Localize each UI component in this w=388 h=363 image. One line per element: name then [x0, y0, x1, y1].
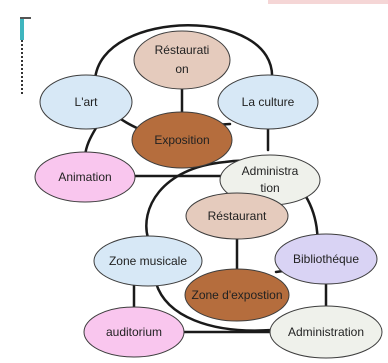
node-animation-shape [34, 151, 136, 203]
node-restauration: Réstaurati on [133, 30, 231, 90]
node-zone-exposition-shape [184, 268, 290, 322]
node-bibliotheque-shape [274, 233, 378, 285]
node-bibliotheque-label: Bibliothéque [293, 252, 359, 266]
node-auditorium-shape [83, 306, 185, 358]
node-administration-bottom-shape [269, 305, 383, 359]
node-exposition: Exposition [131, 111, 233, 169]
node-administration-top-label-line1: Administra [242, 164, 299, 178]
node-art-shape [39, 74, 133, 130]
node-animation: Animation [34, 151, 136, 203]
node-restauration-label-line1: Réstaurati [155, 43, 210, 57]
node-zone-musicale-label: Zone musicale [109, 254, 187, 268]
node-auditorium-label: auditorium [106, 325, 162, 339]
node-zone-musicale: Zone musicale [93, 235, 203, 287]
node-restaurant-label: Réstaurant [208, 209, 267, 223]
node-administration-bottom: Administration [269, 305, 383, 359]
node-restauration-shape [133, 30, 231, 90]
node-culture-label: La culture [242, 95, 295, 109]
node-culture-shape [217, 74, 319, 130]
node-animation-label: Animation [58, 170, 111, 184]
link-art-culture-arc [93, 24, 274, 82]
node-exposition-label: Exposition [154, 133, 209, 147]
node-administration-bottom-label: Administration [288, 325, 364, 339]
node-restauration-label-line2: on [175, 62, 188, 76]
tool-strip-icon [20, 17, 31, 96]
node-culture: La culture [217, 74, 319, 130]
link-zone-musicale-administration [154, 281, 274, 332]
top-bar-decoration [268, 0, 388, 4]
node-administration-top-label-line2: tion [260, 181, 279, 195]
node-zone-exposition-label: Zone d'expostion [191, 288, 282, 302]
node-zone-exposition: Zone d'expostion [184, 268, 290, 322]
node-zone-musicale-shape [93, 235, 203, 287]
node-art-label: L'art [75, 95, 99, 109]
node-administration-top: Administra tion [219, 154, 321, 206]
node-bibliotheque: Bibliothéque [274, 233, 378, 285]
node-restaurant: Réstaurant [185, 192, 289, 240]
node-art: L'art [39, 74, 133, 130]
node-auditorium: auditorium [83, 306, 185, 358]
node-restaurant-shape [185, 192, 289, 240]
node-exposition-shape [131, 111, 233, 169]
